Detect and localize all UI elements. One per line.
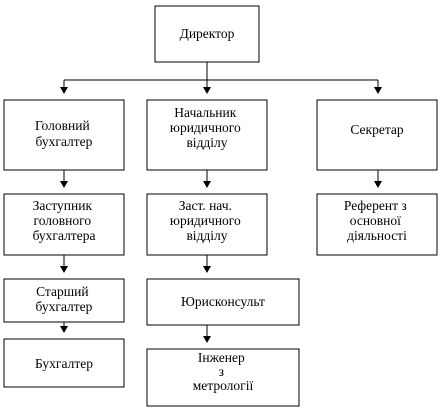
arrowhead-metrology-engineer (203, 336, 211, 343)
box-accountant-frame (3, 338, 125, 388)
box-secretary-frame (316, 99, 438, 171)
box-legal-adviser-frame (146, 278, 300, 326)
arrowhead-secretary (374, 87, 382, 94)
box-director-label: Директор (180, 26, 235, 41)
box-legal-head-label: Начальник юридичного відділу (170, 105, 244, 150)
box-senior-accountant: Старший бухгалтер (3, 278, 125, 323)
box-legal-adviser: Юрисконсульт (146, 278, 300, 326)
arrowhead-referent (374, 181, 382, 188)
box-metrology-engineer-frame (146, 348, 300, 407)
box-main-activity-referent: Референт з основної діяльності (316, 193, 438, 256)
box-metrology-engineer: Інженер з метрології (146, 348, 300, 407)
box-main-activity-referent-frame (316, 193, 438, 256)
arrowhead-legal-head (203, 87, 211, 94)
arrowhead-chief-accountant (60, 87, 68, 94)
arrowhead-senior-accountant (60, 266, 68, 273)
box-legal-adviser-label: Юрисконсульт (181, 294, 265, 309)
box-accountant: Бухгалтер (3, 338, 125, 388)
arrowhead-legal-adviser (203, 266, 211, 273)
box-director-frame (154, 5, 260, 63)
box-deputy-chief-accountant: Заступник головного бухгалтера (3, 193, 125, 256)
box-accountant-label: Бухгалтер (35, 356, 93, 371)
box-senior-accountant-frame (3, 278, 125, 323)
box-director: Директор (154, 5, 260, 63)
arrowhead-deputy-chief-accountant (60, 181, 68, 188)
box-secretary-label: Секретар (350, 122, 404, 137)
box-chief-accountant: Головний бухгалтер (3, 99, 125, 171)
box-secretary: Секретар (316, 99, 438, 171)
box-chief-accountant-label: Головний бухгалтер (35, 118, 93, 149)
box-deputy-legal-head-frame (146, 193, 268, 256)
arrowhead-deputy-legal-head (203, 181, 211, 188)
box-senior-accountant-label: Старший бухгалтер (36, 284, 93, 314)
arrowhead-accountant (60, 326, 68, 333)
box-deputy-legal-head-label: Заст. нач. юридичного відділу (170, 198, 244, 243)
box-legal-head: Начальник юридичного відділу (146, 99, 268, 171)
box-metrology-engineer-label: Інженер з метрології (193, 350, 254, 393)
arrowheads (60, 87, 382, 343)
box-deputy-chief-accountant-frame (3, 193, 125, 256)
box-chief-accountant-frame (3, 99, 125, 171)
box-legal-head-frame (146, 99, 268, 171)
box-deputy-chief-accountant-label: Заступник головного бухгалтера (33, 198, 96, 243)
box-main-activity-referent-label: Референт з основної діяльності (344, 198, 410, 243)
box-deputy-legal-head: Заст. нач. юридичного відділу (146, 193, 268, 256)
